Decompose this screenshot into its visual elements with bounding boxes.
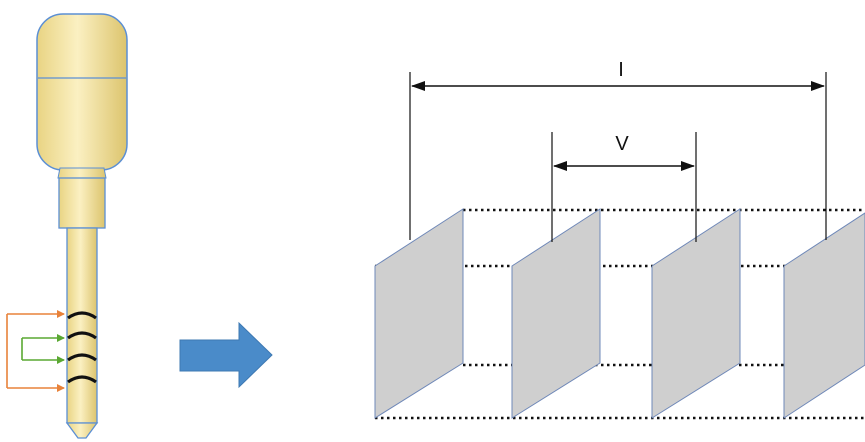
plate-2 bbox=[511, 208, 601, 419]
voltage-electrode-arrows bbox=[21, 334, 65, 364]
electrode-plates bbox=[374, 208, 865, 419]
plate-3 bbox=[651, 208, 741, 419]
probe-icon bbox=[36, 13, 128, 439]
current-electrode-arrows bbox=[6, 310, 65, 392]
current-label: I bbox=[618, 59, 624, 81]
electrode-rings bbox=[67, 311, 97, 384]
plate-4 bbox=[783, 212, 865, 419]
plate-1 bbox=[374, 208, 464, 419]
right-arrow-icon bbox=[179, 321, 273, 389]
voltage-label: V bbox=[615, 133, 629, 155]
probe-head bbox=[36, 13, 128, 171]
probe-tip bbox=[65, 422, 99, 439]
leader-lines bbox=[409, 72, 827, 242]
electrode-ring-4 bbox=[67, 375, 97, 384]
electrode-ring-1 bbox=[67, 311, 97, 320]
probe-collar bbox=[58, 177, 106, 229]
electrode-ring-3 bbox=[67, 353, 97, 362]
probe-neck-taper bbox=[57, 167, 107, 179]
probe-shaft bbox=[66, 227, 98, 424]
electrode-ring-2 bbox=[67, 331, 97, 340]
